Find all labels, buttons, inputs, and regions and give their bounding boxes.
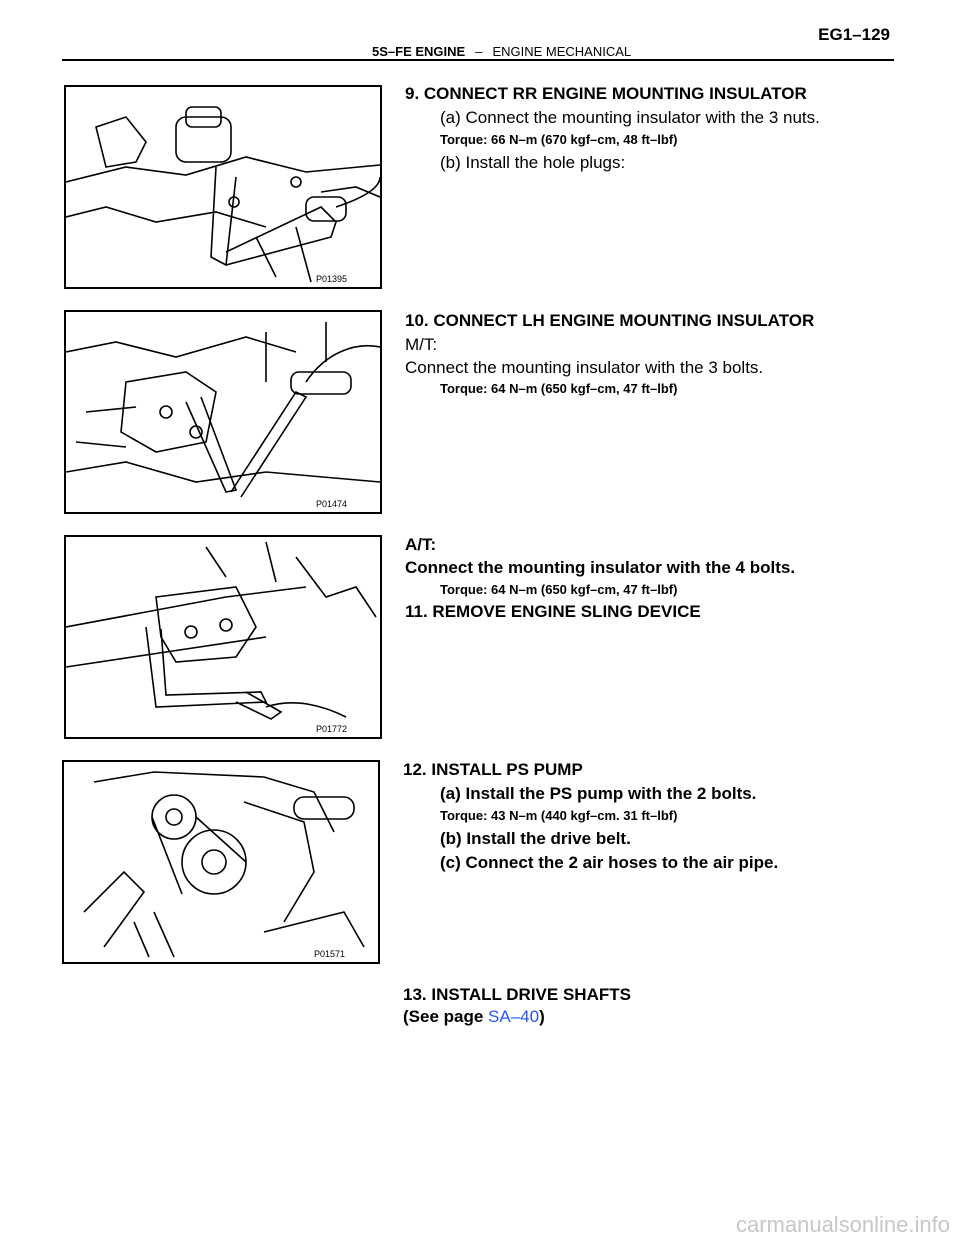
step10-at-text: Connect the mounting insulator with the … (405, 558, 796, 577)
step12-c: (c) Connect the 2 air hoses to the air p… (440, 853, 779, 872)
figure-lh-mount-at: P01772 (64, 535, 382, 739)
see-page-suffix: ) (539, 1007, 545, 1026)
figure-code: P01571 (314, 949, 345, 959)
step9-torque: Torque: 66 N–m (670 kgf–cm, 48 ft–lbf) (440, 132, 678, 147)
header-separator: – (475, 44, 483, 59)
figure-code: P01474 (316, 499, 347, 509)
figure-ps-pump: P01571 (62, 760, 380, 964)
step10-title: 10. CONNECT LH ENGINE MOUNTING INSULATOR (405, 311, 815, 330)
step13-title: 13. INSTALL DRIVE SHAFTS (403, 985, 631, 1004)
step12-a: (a) Install the PS pump with the 2 bolts… (440, 784, 757, 803)
step10-at-torque: Torque: 64 N–m (650 kgf–cm, 47 ft–lbf) (440, 582, 678, 597)
step9-a: (a) Connect the mounting insulator with … (440, 108, 820, 127)
figure-code: P01772 (316, 724, 347, 734)
running-header: 5S–FE ENGINE–ENGINE MECHANICAL (372, 44, 631, 59)
figure-rr-mount-drawing: P01395 (66, 106, 380, 284)
step12-torque: Torque: 43 N–m (440 kgf–cm. 31 ft–lbf) (440, 808, 678, 823)
figure-rr-mount: P01395 (64, 85, 382, 289)
figure-ps-pump-drawing: P01571 (83, 771, 365, 959)
step12-b: (b) Install the drive belt. (440, 829, 631, 848)
step10-mt-text: Connect the mounting insulator with the … (405, 358, 764, 377)
watermark: carmanualsonline.info (735, 1212, 950, 1237)
step9-b: (b) Install the hole plugs: (440, 153, 626, 172)
see-page-prefix: (See page (403, 1007, 489, 1026)
step9-title: 9. CONNECT RR ENGINE MOUNTING INSULATOR (405, 84, 807, 103)
step11-title: 11. REMOVE ENGINE SLING DEVICE (405, 602, 701, 621)
step12-title: 12. INSTALL PS PUMP (403, 760, 583, 779)
page-code: EG1–129 (818, 25, 890, 44)
header-engine: 5S–FE ENGINE (372, 44, 466, 59)
step10-mt-torque: Torque: 64 N–m (650 kgf–cm, 47 ft–lbf) (440, 381, 678, 396)
header-rule (62, 59, 894, 61)
header-section: ENGINE MECHANICAL (492, 44, 632, 59)
step13-see-page: (See page SA–40) (403, 1007, 545, 1027)
step10-mt-label: M/T: (405, 335, 438, 354)
figure-lh-mount-mt-drawing: P01474 (66, 322, 380, 509)
figure-code: P01395 (316, 274, 347, 284)
see-page-link[interactable]: SA–40 (488, 1007, 540, 1026)
step10-at-label: A/T: (405, 535, 437, 554)
figure-lh-mount-at-drawing: P01772 (66, 541, 377, 734)
figure-lh-mount-mt: P01474 (64, 310, 382, 514)
